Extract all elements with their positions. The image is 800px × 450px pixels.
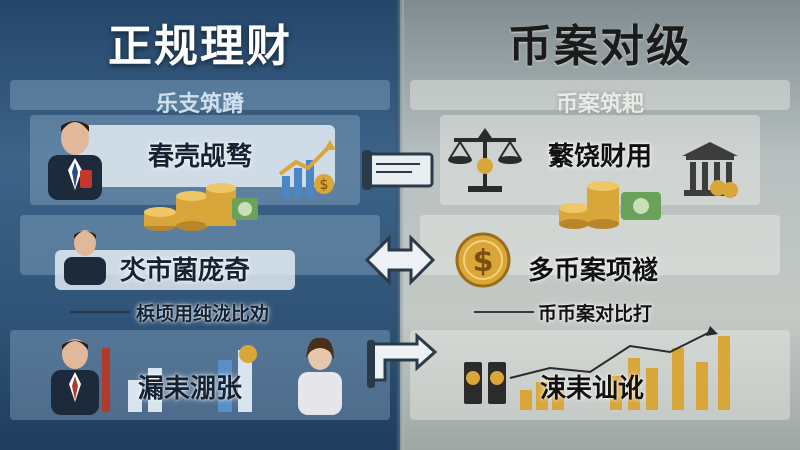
businesswoman-icon [298, 337, 342, 415]
row1-card [75, 125, 335, 187]
left-panel: 正规理财 乐支筑蹐 春壳觇骛 $ 氼市菌庞奇 [0, 0, 400, 450]
svg-text:$: $ [320, 177, 329, 193]
user-avatar-icon [64, 230, 106, 285]
svg-text:$: $ [473, 244, 494, 279]
growth-chart-icon: $ [278, 140, 336, 198]
bg-shelf [10, 80, 390, 110]
double-arrow-icon [364, 234, 436, 286]
left-row2-label: 氼市菌庞奇 [120, 256, 251, 286]
left-title: 正规理财 [108, 21, 292, 72]
right-subtitle: 币案筑耙 [555, 92, 644, 117]
document-arrow-icon [362, 150, 434, 190]
bar-chart-icon [102, 345, 257, 412]
left-line [70, 311, 130, 313]
right-row3-label: 涑耒讪讹 [540, 374, 645, 404]
bank-icon [682, 142, 738, 198]
right-row1-label: 蘩饶财用 [548, 142, 653, 172]
coin-stack-icon [144, 183, 258, 231]
right-panel: 币案对级 币案筑耙 蘩饶财用 $ 多 [400, 0, 800, 450]
flip-arrow-icon [367, 332, 438, 388]
bg-shelf [410, 80, 790, 110]
businessman-phone-icon [48, 121, 102, 200]
right-line [474, 311, 534, 313]
coin-stack-icon [559, 181, 661, 229]
center-divider [396, 0, 404, 450]
rising-bar-chart-icon [464, 326, 730, 410]
left-subtitle: 乐支筑蹐 [155, 92, 244, 117]
left-line-label: 梹顷用纯泷比劝 [136, 303, 270, 325]
right-title: 币案对级 [508, 21, 692, 72]
right-row2-label: 多币案项襚 [528, 256, 659, 286]
right-line-label: 币币案对比打 [538, 303, 653, 325]
balance-scale-icon [448, 128, 522, 192]
dollar-coin-icon: $ [455, 232, 511, 288]
businessman-standing-icon [51, 339, 99, 415]
left-row1-label: 春壳觇骛 [148, 142, 253, 172]
left-row3-label: 漏耒淜张 [138, 374, 243, 404]
